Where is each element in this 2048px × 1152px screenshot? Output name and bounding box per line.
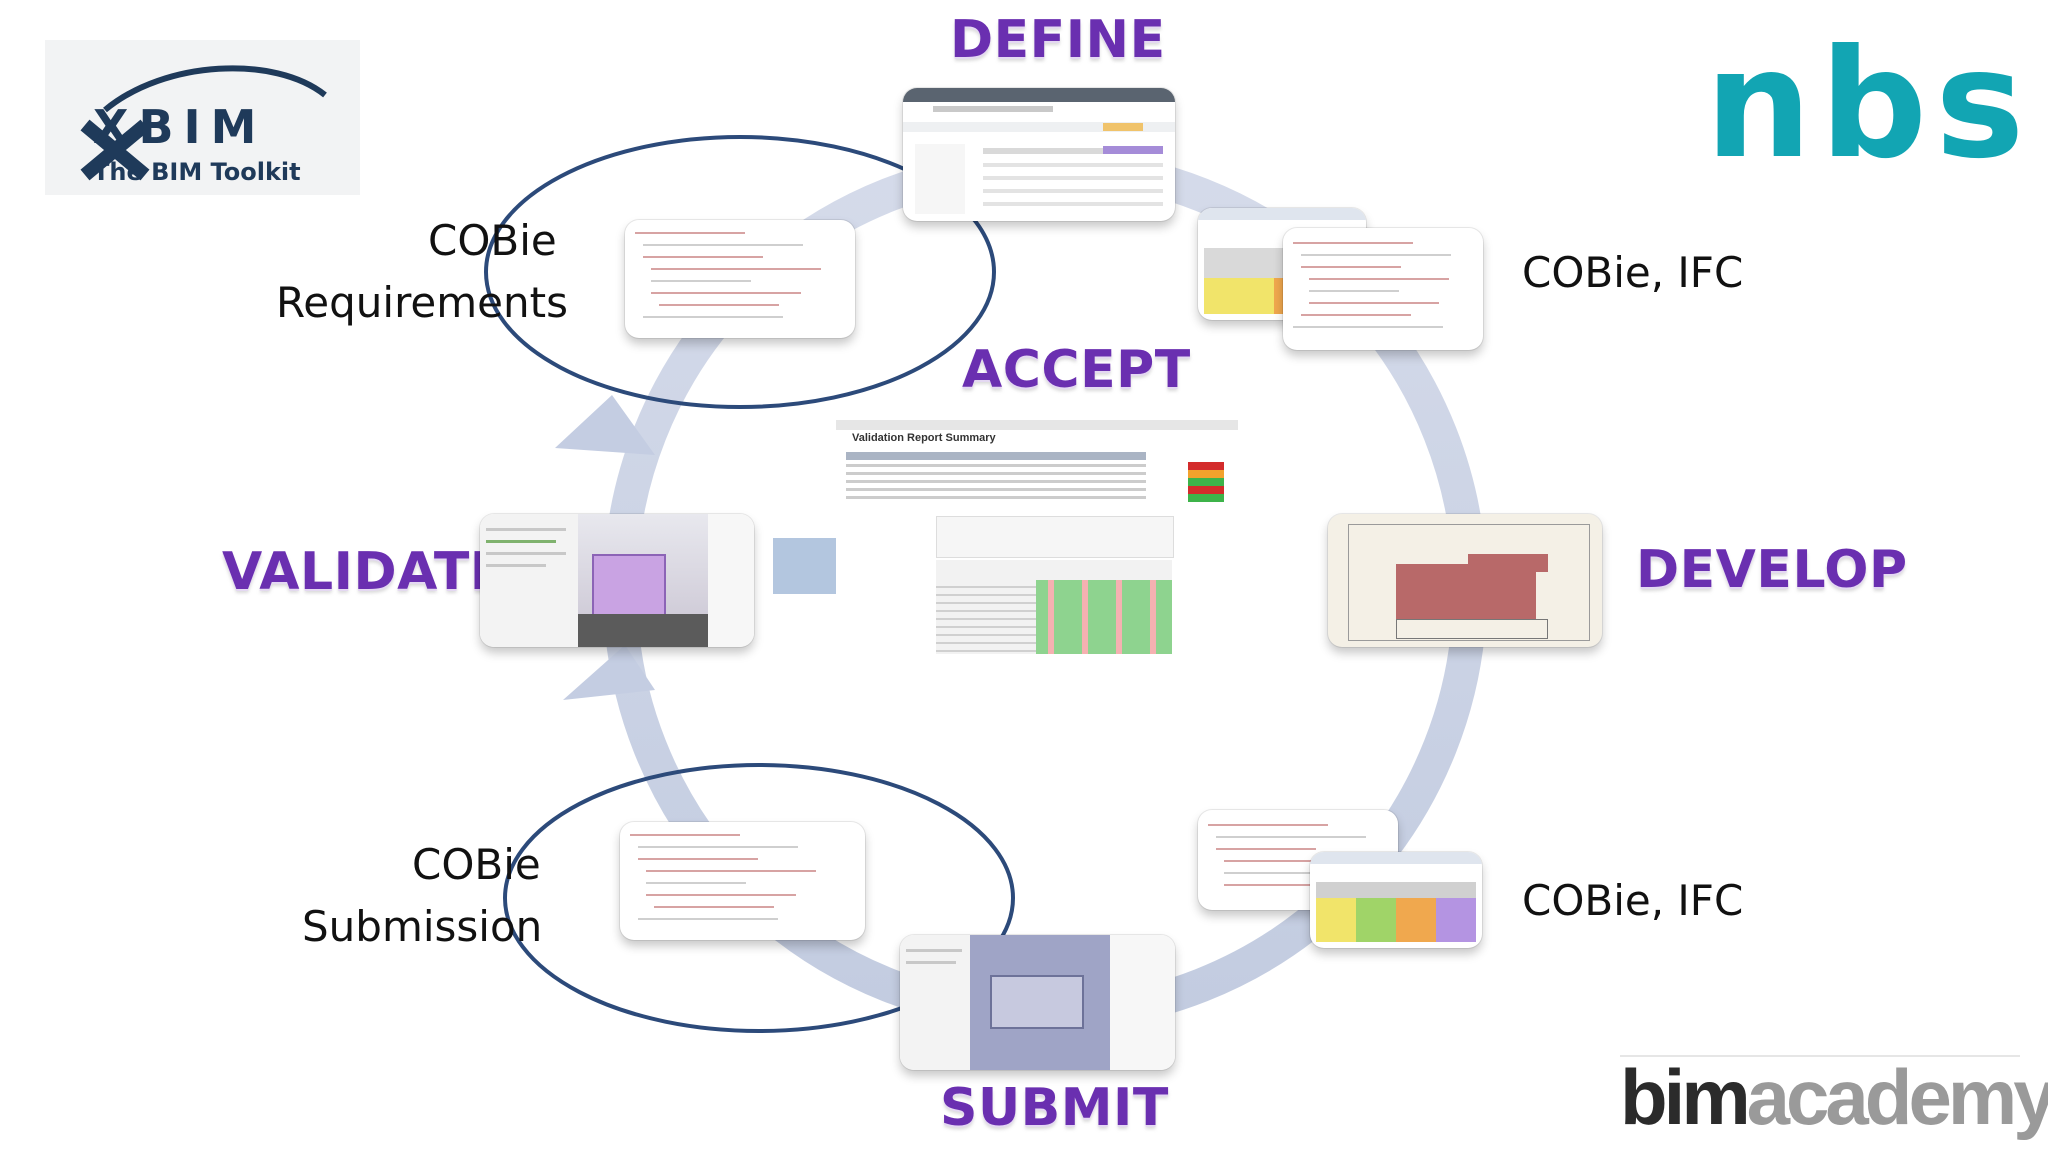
report-title: Validation Report Summary	[852, 432, 996, 444]
xbim-tagline: The BIM Toolkit	[93, 158, 301, 186]
validate-model-viewer-thumbnail	[480, 514, 754, 647]
bimacademy-logo-academy: academy	[1746, 1053, 2048, 1141]
arrow-head-submit-to-validate	[563, 645, 655, 700]
formats-label-bottom: COBie, IFC	[1522, 876, 1744, 925]
submit-model-thumbnail	[900, 935, 1175, 1070]
xbim-swoosh	[80, 65, 327, 181]
stage-submit-label: SUBMIT	[940, 1078, 1169, 1138]
nbs-logo: nbs	[1705, 18, 2033, 192]
stage-validate-label: VALIDATE	[222, 542, 506, 602]
requirements-label-line2: Requirements	[276, 278, 568, 327]
submission-label-line1: COBie	[412, 840, 541, 889]
define-app-screenshot	[903, 88, 1175, 221]
stage-accept-label: ACCEPT	[962, 340, 1191, 400]
xbim-logo: XBIM The BIM Toolkit	[45, 40, 360, 195]
xbim-wordmark: XBIM	[93, 100, 267, 154]
bimacademy-logo-bim: bim	[1620, 1053, 1751, 1141]
cobie-submission-xml-thumbnail	[620, 822, 865, 940]
ifc-xml-thumbnail-top	[1283, 228, 1483, 350]
formats-label-top: COBie, IFC	[1522, 248, 1744, 297]
requirements-label-line1: COBie	[428, 216, 557, 265]
submission-label-line2: Submission	[302, 902, 543, 951]
cobie-requirements-xml-thumbnail	[625, 220, 855, 338]
stage-develop-label: DEVELOP	[1636, 540, 1908, 600]
arrow-head-define-to-validate	[555, 395, 655, 455]
bimacademy-logo: bimacademy	[1620, 1055, 2048, 1137]
develop-floorplan-thumbnail	[1328, 514, 1602, 647]
cobie-spreadsheet-thumbnail-bottom	[1310, 852, 1482, 948]
requirements-highlight-ellipse	[484, 135, 996, 409]
accept-validation-report: Validation Report Summary	[836, 420, 1238, 654]
stage-define-label: DEFINE	[950, 10, 1166, 70]
submission-highlight-ellipse	[503, 763, 1015, 1033]
